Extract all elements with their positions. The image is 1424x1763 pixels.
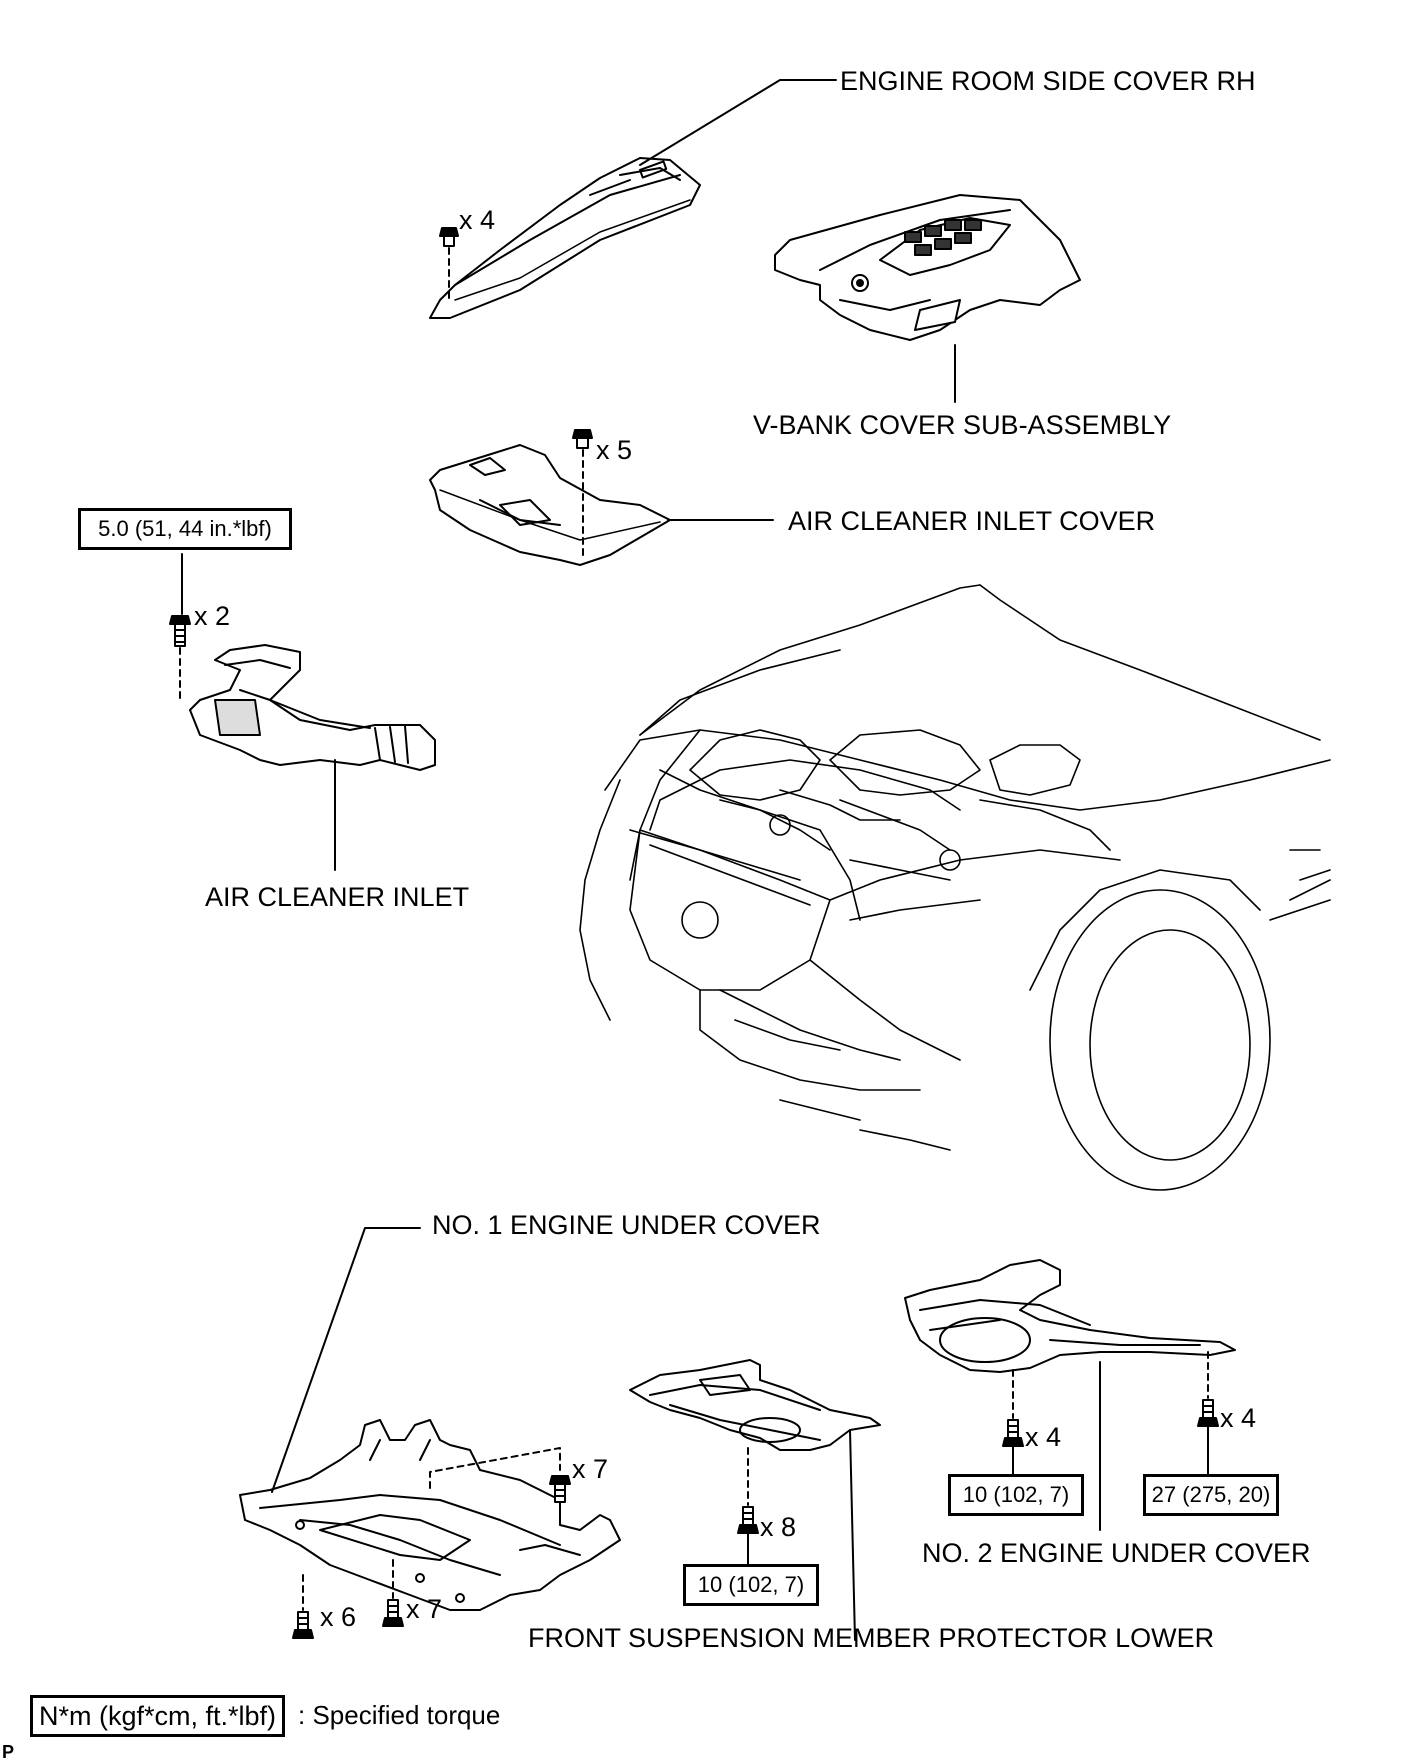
front-suspension-member-protector-part <box>629 1359 881 1451</box>
side-cover-clip-icon <box>439 227 459 301</box>
no1-bolt-right-qty: x 7 <box>572 1454 609 1484</box>
no1-bolt-center-qty: x 7 <box>406 1594 443 1624</box>
no2-bolt-left-icon <box>1002 1369 1024 1479</box>
air-cleaner-inlet-cover-label: AIR CLEANER INLET COVER <box>788 506 1156 536</box>
no2-bolt-right-qty: x 4 <box>1220 1403 1257 1433</box>
figure-code: P <box>2 1742 15 1762</box>
no2-bolt-right-icon <box>1197 1351 1219 1479</box>
no2-engine-under-cover-label: NO. 2 ENGINE UNDER COVER <box>922 1538 1311 1568</box>
v-bank-cover-label: V-BANK COVER SUB-ASSEMBLY <box>753 410 1172 440</box>
no1-bolt-center-icon <box>382 1559 404 1627</box>
no2-engine-under-cover-part <box>904 1259 1236 1373</box>
front-suspension-member-protector-lower-label: FRONT SUSPENSION MEMBER PROTECTOR LOWER <box>528 1623 1215 1653</box>
no1-dashed-bracket <box>429 1447 561 1489</box>
no2-left-torque-box: 10 (102, 7) <box>948 1474 1084 1516</box>
inlet-cover-clip-qty: x 5 <box>596 435 633 465</box>
inlet-bolt-qty: x 2 <box>194 601 231 631</box>
protector-leader-line <box>849 1429 856 1641</box>
no2-right-torque-box: 27 (275, 20) <box>1143 1474 1279 1516</box>
no1-bolt-left-icon <box>292 1574 314 1639</box>
torque-legend-text: : Specified torque <box>298 1700 501 1730</box>
no1-bolt-right-icon <box>549 1475 571 1503</box>
no1-leader-line <box>271 1227 421 1493</box>
vehicle-front-illustration <box>579 584 1331 1191</box>
v-bank-cover-part <box>774 194 1081 341</box>
engine-room-side-cover-rh-label: ENGINE ROOM SIDE COVER RH <box>840 66 1256 96</box>
protector-bolt-qty: x 8 <box>760 1512 797 1542</box>
air-cleaner-inlet-part <box>189 644 436 771</box>
no1-bolt-left-qty: x 6 <box>320 1602 357 1632</box>
inlet-bolt-icon <box>169 615 191 701</box>
side-cover-clip-qty: x 4 <box>459 205 496 235</box>
torque-legend-box: N*m (kgf*cm, ft.*lbf) <box>30 1695 286 1737</box>
engine-room-side-cover-rh-part <box>429 157 701 319</box>
air-cleaner-inlet-cover-part <box>429 444 671 566</box>
side-cover-leader-line <box>639 79 837 166</box>
no2-bolt-left-qty: x 4 <box>1025 1422 1062 1452</box>
no1-engine-under-cover-label: NO. 1 ENGINE UNDER COVER <box>432 1210 821 1240</box>
inlet-cover-clip-icon <box>572 429 593 561</box>
no1-engine-under-cover-part <box>239 1419 621 1611</box>
air-cleaner-inlet-torque-box: 5.0 (51, 44 in.*lbf) <box>78 508 292 550</box>
protector-bolt-icon <box>737 1447 759 1569</box>
protector-torque-box: 10 (102, 7) <box>683 1564 819 1606</box>
air-cleaner-inlet-label: AIR CLEANER INLET <box>205 882 470 912</box>
